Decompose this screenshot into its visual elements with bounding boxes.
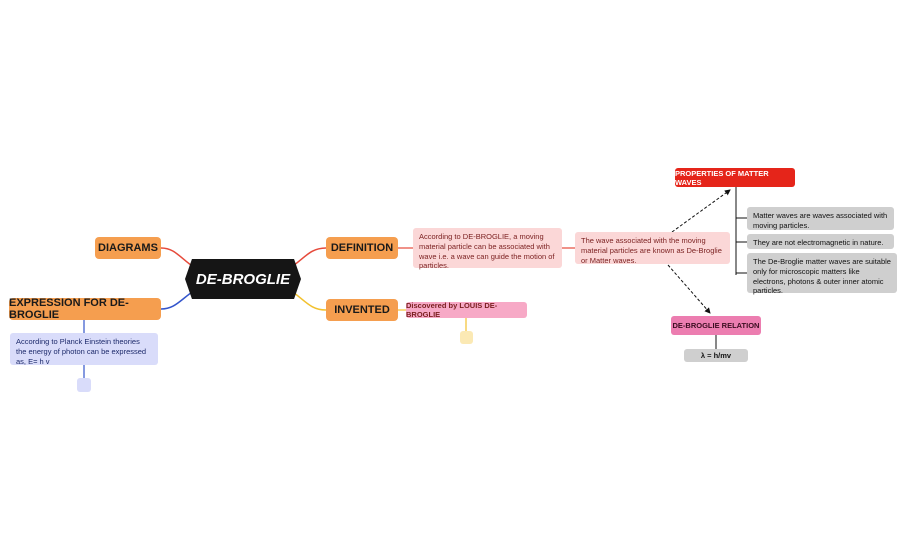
- branch-expression[interactable]: EXPRESSION FOR DE-BROGLIE: [9, 297, 161, 321]
- matter-wave-text[interactable]: The wave associated with the moving mate…: [575, 232, 730, 265]
- property-item[interactable]: The De-Broglie matter waves are suitable…: [747, 253, 897, 295]
- branch-invented[interactable]: INVENTED: [326, 299, 398, 321]
- invented-text[interactable]: Discovered by LOUIS DE-BROGLIE: [406, 301, 527, 319]
- center-node[interactable]: DE-BROGLIE: [185, 259, 301, 299]
- property-item[interactable]: Matter waves are waves associated with m…: [747, 207, 894, 230]
- branch-definition[interactable]: DEFINITION: [326, 237, 398, 259]
- definition-text[interactable]: According to DE-BROGLIE, a moving materi…: [413, 228, 562, 270]
- empty-node[interactable]: [77, 378, 91, 392]
- relation-title[interactable]: DE-BROGLIE RELATION: [671, 316, 761, 335]
- expression-text[interactable]: According to Planck Einstein theories th…: [10, 333, 158, 366]
- properties-title[interactable]: PROPERTIES OF MATTER WAVES: [675, 168, 795, 187]
- empty-node[interactable]: [460, 331, 473, 344]
- relation-formula[interactable]: λ = h/mv: [684, 349, 748, 362]
- branch-diagrams[interactable]: DIAGRAMS: [95, 237, 161, 259]
- property-item[interactable]: They are not electromagnetic in nature.: [747, 234, 894, 249]
